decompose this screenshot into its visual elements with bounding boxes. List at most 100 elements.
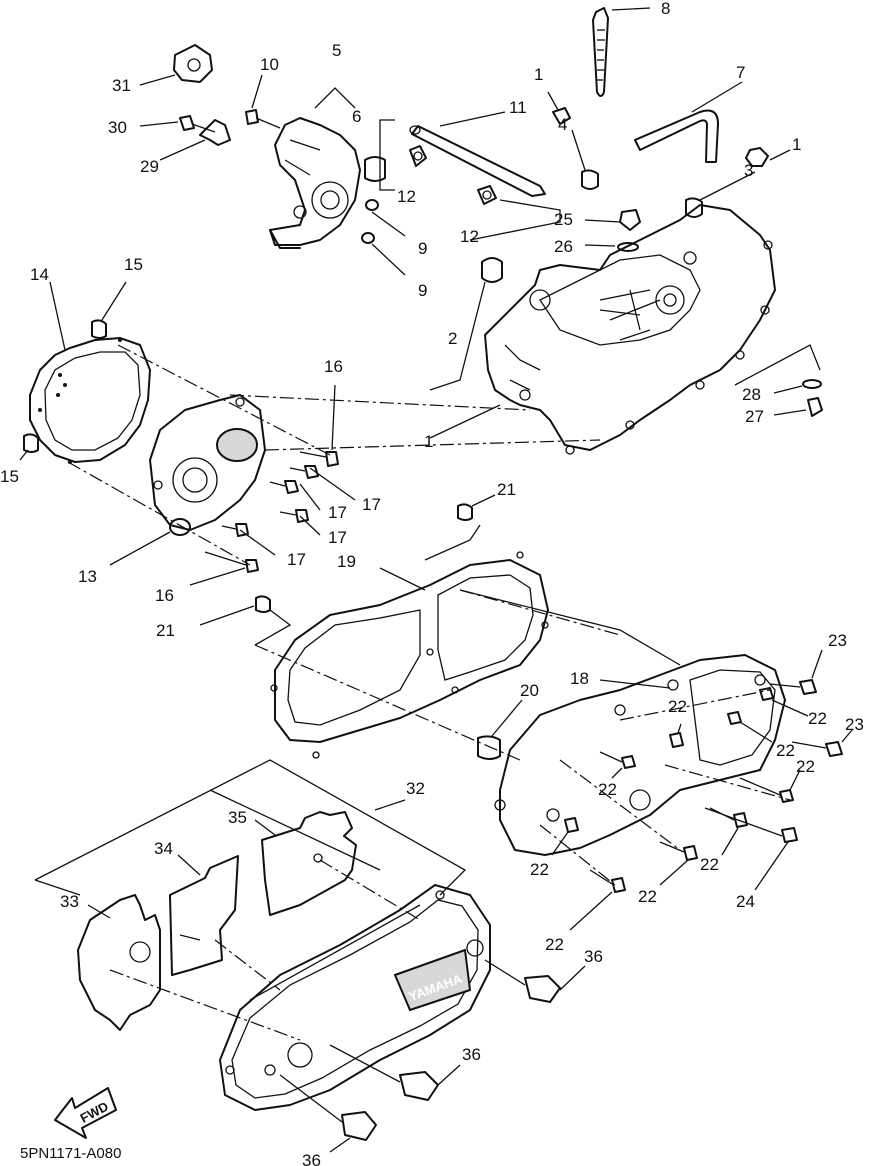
callout-14: 14: [30, 265, 49, 284]
crankcase-cover-part: [149, 394, 266, 531]
callout-17: 17: [287, 550, 306, 569]
plate-part: [261, 811, 357, 916]
leader-line: [571, 129, 586, 171]
callout-10: 10: [260, 55, 279, 74]
leader-line: [559, 965, 586, 991]
callout-28: 28: [742, 385, 761, 404]
callout-9: 9: [418, 239, 427, 258]
bracket-line: [314, 87, 356, 109]
dowel-pin-part: [23, 433, 39, 453]
bolt-part: [279, 509, 309, 523]
assembly-line: [214, 939, 281, 991]
cable-strap-part: [592, 7, 609, 97]
leader-line: [769, 149, 791, 161]
bolt-part: [599, 751, 636, 769]
leader-line: [471, 494, 496, 507]
dowel-pin-part: [91, 319, 107, 339]
assembly-line: [67, 461, 251, 566]
washer-part: [409, 145, 427, 167]
assembly-line: [539, 824, 616, 886]
bolt-part: [669, 732, 684, 748]
washer-part: [477, 185, 497, 205]
callout-1: 1: [792, 135, 801, 154]
leader-line: [659, 859, 689, 886]
callout-2: 2: [448, 329, 457, 348]
leader-line: [251, 74, 263, 109]
collar-part: [361, 232, 375, 244]
leader-line: [101, 281, 127, 321]
collar-part: [685, 197, 703, 218]
callout-12: 12: [460, 227, 479, 246]
callout-15: 15: [124, 255, 143, 274]
bolt-part: [759, 687, 774, 701]
o-ring-part: [617, 242, 639, 252]
crankcase-part: [484, 204, 776, 455]
callout-18: 18: [570, 669, 589, 688]
leader-line: [331, 384, 336, 451]
leader-line: [429, 404, 501, 439]
bolt-part: [269, 480, 299, 494]
bracket-line: [34, 759, 467, 896]
callout-34: 34: [154, 839, 173, 858]
bolt-part: [727, 711, 742, 725]
leader-line: [771, 699, 809, 717]
washer-part: [802, 379, 822, 389]
leader-line: [547, 91, 559, 111]
callout-30: 30: [108, 118, 127, 137]
leader-line: [437, 1064, 461, 1086]
bolt-part: [221, 523, 249, 537]
crankcase-cover-right-part: [494, 654, 786, 856]
leader-line: [87, 904, 111, 919]
bolt-part: [484, 959, 561, 1003]
plate-part: [77, 894, 161, 1031]
callout-12: 12: [397, 187, 416, 206]
bracket-line: [34, 879, 81, 896]
leader-line: [19, 449, 29, 461]
oil-seal-part: [169, 518, 191, 536]
assembly-line: [319, 859, 421, 921]
callout-23: 23: [845, 715, 864, 734]
callout-21: 21: [497, 480, 516, 499]
bolt-part: [709, 807, 748, 828]
crankcase-cover-left-part: [219, 884, 491, 1111]
collar-part: [364, 156, 386, 182]
callout-16: 16: [155, 586, 174, 605]
leader-line: [691, 81, 743, 113]
callout-8: 8: [661, 0, 670, 18]
leader-line: [721, 827, 739, 856]
leader-line: [551, 831, 569, 856]
assembly-line: [229, 394, 531, 411]
plate-part: [169, 855, 239, 976]
callout-22: 22: [638, 887, 657, 906]
leader-line: [199, 605, 255, 626]
callout-27: 27: [745, 407, 764, 426]
bolt-part: [289, 465, 319, 479]
leader-line: [429, 281, 486, 391]
bracket-line: [379, 119, 395, 191]
bolt-part: [245, 109, 281, 129]
leader-line: [309, 467, 356, 501]
callout-16: 16: [324, 357, 343, 376]
bolt-part: [791, 741, 843, 757]
leader-line: [677, 723, 682, 734]
callout-17: 17: [362, 495, 381, 514]
bolt-part: [589, 869, 626, 893]
callout-22: 22: [530, 860, 549, 879]
callout-17: 17: [328, 528, 347, 547]
leader-line: [371, 243, 406, 276]
leader-line: [139, 74, 176, 86]
callout-20: 20: [520, 681, 539, 700]
callout-11: 11: [509, 98, 527, 117]
callout-21: 21: [156, 621, 175, 640]
leader-line: [329, 1137, 351, 1153]
forward-direction-arrow: FWD: [54, 1087, 117, 1139]
callout-7: 7: [736, 63, 745, 82]
damper-part: [552, 107, 571, 125]
leader-line: [491, 699, 523, 737]
leader-line: [584, 219, 621, 223]
breather-hose-part: [634, 109, 719, 163]
dowel-pin-part: [457, 503, 473, 521]
bolt-part: [179, 115, 216, 133]
callout-22: 22: [545, 935, 564, 954]
